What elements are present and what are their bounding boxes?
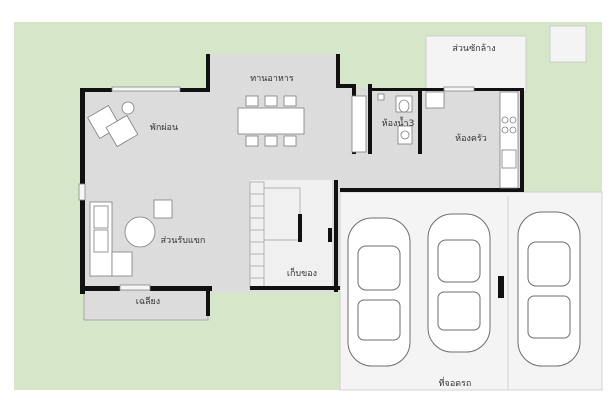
- room-label-storage: เก็บของ: [287, 266, 317, 279]
- living-furniture: [89, 199, 173, 277]
- terrace: [83, 289, 209, 321]
- room-label-kitchen: ห้องครัว: [455, 133, 487, 144]
- car-1: [347, 217, 411, 367]
- armchairs: [87, 101, 139, 148]
- parking-post: [498, 276, 504, 298]
- bathroom-fixtures: [351, 93, 413, 153]
- room-label-rest: พักผ่อน: [150, 123, 178, 133]
- dining-set: [237, 95, 305, 147]
- kitchen-counters: [425, 91, 519, 189]
- room-label-dining: ทานอาหาร: [250, 74, 294, 84]
- car-2: [427, 213, 491, 353]
- room-label-laundry: ส่วนซักล้าง: [452, 43, 495, 54]
- room-label-living: ส่วนรับแขก: [161, 236, 206, 246]
- interior-dining-bay: [208, 54, 338, 90]
- corner-pad: [549, 25, 587, 63]
- room-label-bathroom: ห้องน้ำ3: [382, 116, 415, 129]
- windows: [78, 86, 475, 291]
- cars: [347, 211, 581, 367]
- room-label-terrace: เฉลียง: [136, 296, 160, 307]
- room-label-parking: ที่จอดรถ: [439, 376, 472, 389]
- car-3: [517, 211, 581, 367]
